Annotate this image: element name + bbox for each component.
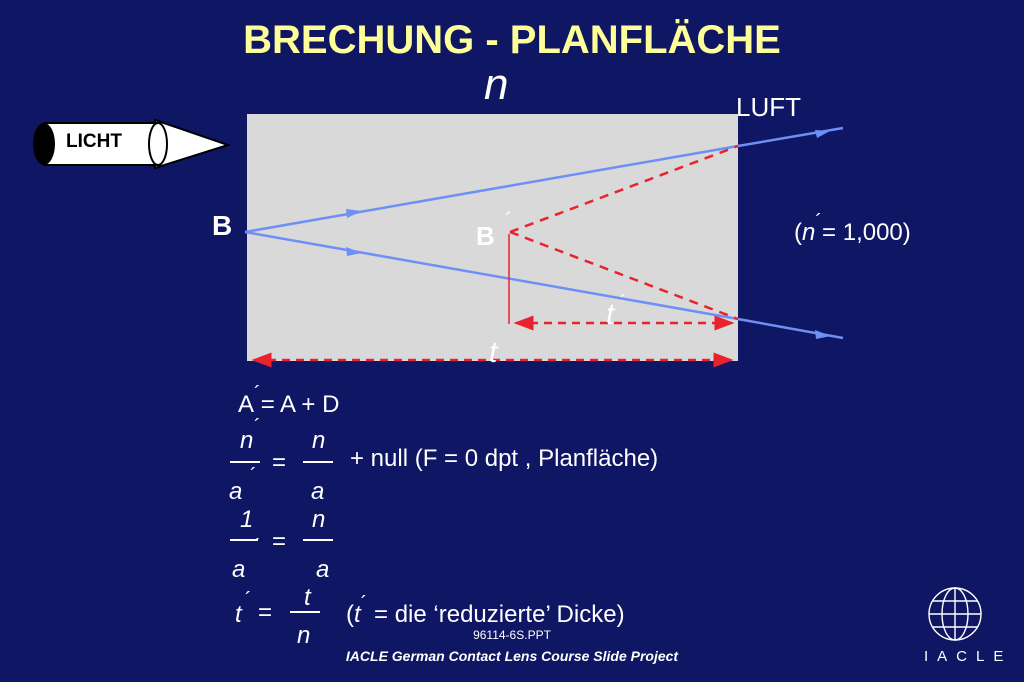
formula3-den-left-prime: ´: [254, 536, 261, 558]
formula1-rest: = A + D: [260, 391, 340, 418]
formula2-num-left: n: [240, 427, 254, 454]
formula2-fraction-line-left: [230, 461, 260, 463]
formula4-num: t: [304, 584, 311, 611]
virtual-ray-lower: [509, 230, 739, 321]
footer-project: IACLE German Contact Lens Course Slide P…: [345, 648, 679, 664]
formula4-equals: =: [258, 599, 273, 626]
ray-upper-air: [737, 126, 844, 148]
formula1-a: A: [238, 391, 255, 418]
air-index-value: = 1,000): [822, 219, 911, 246]
formula3-equals: =: [272, 528, 287, 555]
formula3-fraction-line-left: [230, 539, 258, 541]
air-index-prime: ´: [815, 211, 823, 233]
formula3-num-right: n: [312, 506, 326, 533]
formula2-fraction-line-right: [303, 461, 333, 463]
formula3-den-left: a: [232, 556, 246, 583]
ray-arrow-upper: [346, 209, 362, 218]
ray-lower-inside: [244, 230, 739, 321]
air-index-n: n: [802, 219, 816, 246]
light-source-icon: [33, 118, 232, 170]
ray-arrow-lower-air: [815, 330, 831, 339]
thickness-label: t: [489, 336, 498, 369]
reduced-thickness-prime: ´: [620, 292, 627, 314]
ray-arrow-lower: [346, 247, 362, 256]
air-index-note: (n´= 1,000): [794, 211, 911, 247]
formula4-note-open: (: [346, 601, 354, 628]
footer-file-name: 96114-6S.PPT: [473, 628, 551, 642]
formula4-note-t: t: [354, 601, 361, 628]
formula2-equals: =: [272, 449, 287, 476]
formula4-note-prime: ´: [360, 593, 368, 615]
formula2-den-left-prime: ´: [250, 465, 257, 487]
formula2-den-left: a: [229, 478, 243, 505]
virtual-ray-upper: [509, 144, 739, 234]
formula4-fraction-line: [290, 611, 320, 613]
reduced-thickness-label: t: [606, 298, 615, 331]
iacle-logo-text: IACLE: [924, 648, 1013, 665]
formula2-den-right: a: [311, 478, 325, 505]
slide-title: BRECHUNG - PLANFLÄCHE: [243, 18, 781, 62]
refractive-index-label: n: [484, 60, 509, 109]
air-label: LUFT: [736, 92, 801, 122]
formula4-lhs-prime: ´: [245, 589, 252, 611]
image-point-label: B: [476, 221, 495, 251]
object-point-label: B: [212, 210, 233, 241]
formula4-note-rest: = die ‘reduzierte’ Dicke): [374, 601, 625, 628]
licht-label: LICHT: [66, 131, 122, 152]
image-point-prime: ´: [505, 208, 513, 233]
air-index-open: (: [794, 219, 802, 246]
ray-arrow-upper-air: [815, 130, 830, 138]
formula1-prime: ´: [254, 383, 261, 405]
formula4-note: (t´ = die ‘reduzierte’ Dicke): [346, 593, 625, 629]
formula3-den-right: a: [316, 556, 330, 583]
formula4-den: n: [297, 622, 311, 649]
formula-vergence: A´= A + D: [238, 383, 340, 419]
formula3-fraction-line-right: [303, 539, 333, 541]
formula3-num-left: 1: [240, 506, 254, 533]
formula2-num-left-prime: ´: [254, 416, 261, 438]
formula4-lhs: t: [235, 601, 242, 628]
ray-upper-inside: [244, 144, 739, 234]
formula2-num-right: n: [312, 427, 326, 454]
formula2-note: + null (F = 0 dpt , Planfläche): [350, 445, 659, 472]
iacle-globe-logo: [928, 587, 982, 641]
